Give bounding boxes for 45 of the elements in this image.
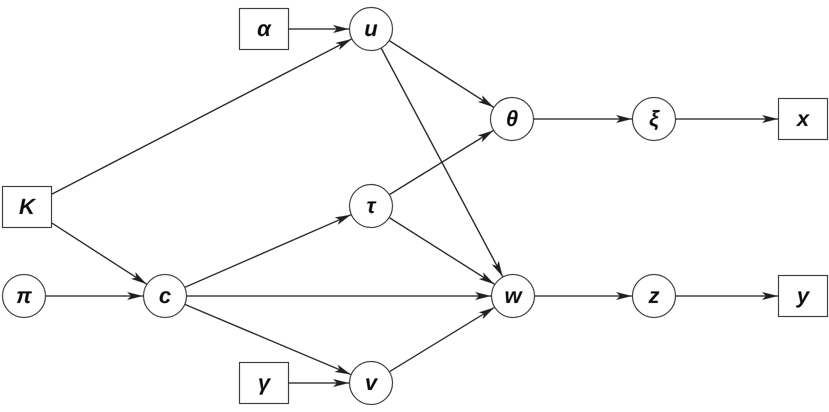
variable-circle (349, 361, 393, 405)
variable-symbol: α (257, 18, 271, 40)
variable-box (778, 275, 828, 317)
arrow (389, 306, 495, 372)
variable-box (239, 362, 289, 404)
variable-symbol: K (19, 196, 35, 218)
variable-symbol: y (796, 285, 810, 307)
arrow (676, 115, 778, 123)
arrow (46, 292, 143, 300)
variable-box (2, 186, 52, 228)
variable-symbol: v (364, 372, 378, 394)
variable-symbol: u (364, 18, 378, 40)
variable-circle (349, 184, 393, 228)
variable-symbol: θ (506, 108, 518, 130)
arrow (534, 115, 632, 123)
arrow (289, 379, 349, 387)
variable-circle (491, 274, 535, 318)
variable-circle (2, 274, 46, 318)
arrow (52, 38, 352, 195)
variable-symbol: τ (366, 195, 376, 217)
variable-circle (632, 97, 676, 141)
variable-box (239, 8, 289, 50)
variable-symbol: π (16, 285, 32, 307)
arrow (389, 217, 495, 285)
variable-circle (349, 7, 393, 51)
variable-symbol: ξ (649, 108, 659, 130)
arrow (389, 40, 494, 108)
arrow (389, 130, 494, 195)
arrow (380, 48, 504, 277)
arrow (187, 292, 491, 300)
variable-symbol: γ (258, 372, 270, 394)
arrow (185, 304, 351, 376)
variable-circle (490, 97, 534, 141)
arrow (289, 25, 349, 33)
variable-circle (143, 274, 187, 318)
variable-symbol: w (504, 285, 522, 307)
variable-box (778, 98, 828, 140)
variable-symbol: c (158, 285, 172, 307)
variable-circle (632, 274, 676, 318)
arrow (184, 214, 352, 288)
variable-symbol: z (648, 285, 660, 307)
arrow (535, 292, 632, 300)
arrow (676, 292, 778, 300)
variable-symbol: x (796, 108, 810, 130)
arrow (52, 222, 147, 285)
